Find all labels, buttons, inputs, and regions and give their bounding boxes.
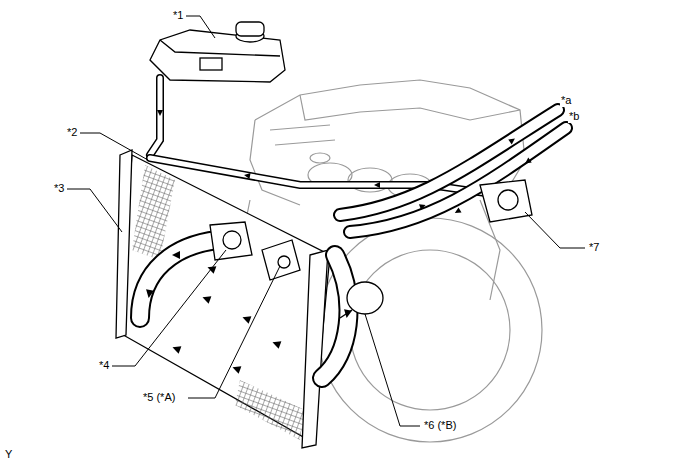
flow-arrows xyxy=(145,110,532,374)
radiator-mesh xyxy=(235,380,305,440)
tank-edge xyxy=(160,40,280,56)
radiator-tank-right xyxy=(302,250,328,448)
sensor-pin xyxy=(340,310,352,318)
flow-arrow xyxy=(271,339,281,349)
flow-arrow xyxy=(508,136,516,144)
callout-label: *4 xyxy=(98,359,110,372)
flow-arrow xyxy=(145,289,154,298)
upper-hose-inner xyxy=(140,240,218,318)
callout-label: *b xyxy=(568,110,580,123)
water-outlet xyxy=(262,240,300,280)
engine-boss xyxy=(310,153,330,163)
callout-label: *2 xyxy=(66,126,78,139)
tank-hose-inner xyxy=(150,78,160,155)
tank-body xyxy=(150,30,285,82)
flow-arrow xyxy=(157,110,163,116)
leader-line xyxy=(365,314,420,426)
throttle-body xyxy=(480,180,532,222)
tank-cap-top xyxy=(236,22,264,36)
callout-label: *1 xyxy=(172,9,184,22)
fittings xyxy=(210,180,532,318)
heater-hose xyxy=(350,128,566,232)
flow-arrow xyxy=(171,344,181,354)
engine-block xyxy=(250,120,300,205)
radiator-core xyxy=(118,155,330,442)
lower-hose xyxy=(322,255,348,378)
leader-line xyxy=(80,133,148,160)
flow-arrow xyxy=(231,364,241,374)
callout-label: *3 xyxy=(53,182,65,195)
sensor-body xyxy=(347,282,383,314)
water-inlet xyxy=(210,222,252,260)
thermostat xyxy=(223,231,241,249)
transmission-bell xyxy=(318,218,542,442)
flow-arrow xyxy=(241,314,251,324)
radiator xyxy=(116,150,330,448)
flow-arrow xyxy=(201,294,211,304)
reservoir-tank xyxy=(150,22,285,82)
lower-hose-inner xyxy=(322,255,348,378)
callout-label: *5 (*A) xyxy=(142,391,176,404)
leader-line xyxy=(525,212,585,248)
callout-label: *a xyxy=(560,94,572,107)
flow-arrow xyxy=(343,309,352,318)
radiator-mesh xyxy=(132,165,175,260)
flow-arrow xyxy=(172,251,180,259)
leader-line xyxy=(188,266,280,398)
flow-arrow xyxy=(453,207,461,215)
engine-detail xyxy=(270,125,335,145)
leader-line xyxy=(67,189,122,232)
engine-cover-edge xyxy=(300,95,520,120)
callout-label: Y xyxy=(4,448,13,461)
flow-arrow xyxy=(244,172,251,179)
tank-hose xyxy=(150,78,160,155)
transmission-inner xyxy=(350,250,510,410)
leader-line xyxy=(112,250,226,366)
callout-label: *6 (*B) xyxy=(423,419,457,432)
hoses xyxy=(140,78,566,378)
heater-hose-inner xyxy=(350,128,566,232)
callout-label: *7 xyxy=(588,241,600,254)
leader-lines xyxy=(67,16,585,426)
leader-line xyxy=(186,16,215,38)
radiator-tank-left xyxy=(116,150,132,338)
flow-arrow xyxy=(374,182,380,188)
upper-hose xyxy=(140,240,218,318)
flow-arrow xyxy=(419,202,427,210)
throttle-bore xyxy=(498,190,518,210)
flow-arrow xyxy=(523,158,531,166)
tank-window xyxy=(200,58,222,70)
